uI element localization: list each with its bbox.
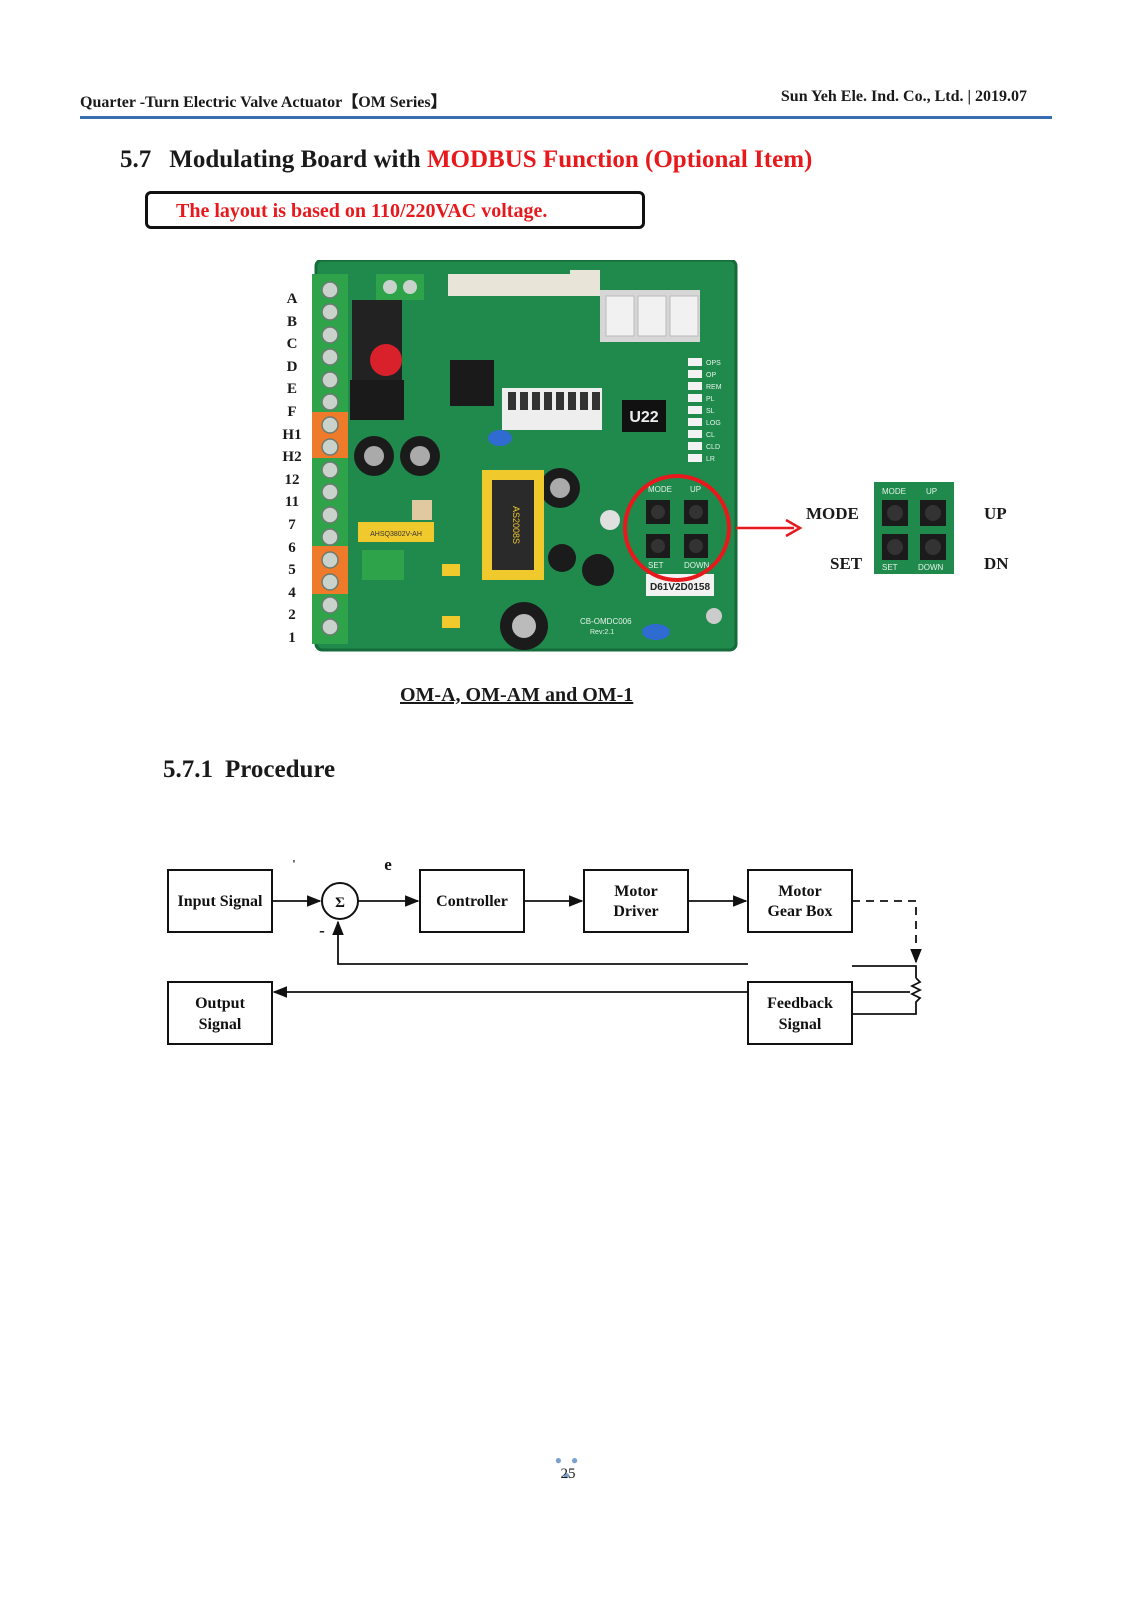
- voltage-note-text: The layout is based on 110/220VAC voltag…: [176, 200, 548, 222]
- terminal-label: 5: [288, 562, 296, 579]
- board-caption: OM-A, OM-AM and OM-1: [400, 684, 634, 706]
- board-rev: Rev:2.1: [590, 629, 614, 636]
- led-label: REM: [706, 384, 722, 391]
- silk-mode: MODE: [648, 485, 672, 494]
- error-label: e: [384, 860, 392, 874]
- sigma-symbol: Σ: [335, 895, 345, 911]
- silk-up: UP: [690, 485, 701, 494]
- terminal-label: 6: [288, 539, 296, 556]
- serial-number: D61V2D0158: [650, 582, 710, 593]
- section-title-highlight: MODBUS Function (Optional Item): [426, 146, 813, 173]
- set-label: SET: [830, 554, 863, 573]
- zoom-silk-down: DOWN: [918, 563, 944, 572]
- terminal-label: 2: [288, 607, 296, 624]
- terminal-label: 4: [288, 584, 296, 601]
- led-label: OPS: [706, 360, 721, 367]
- terminal-label: 1: [288, 629, 296, 646]
- subsection-heading: 5.7.1 Procedure: [163, 756, 335, 784]
- output-signal-text-2: Signal: [199, 1016, 242, 1033]
- terminal-label: C: [286, 336, 298, 353]
- zoom-silk-up: UP: [926, 487, 937, 496]
- led-label: CL: [706, 432, 715, 439]
- terminal-label: H2: [282, 449, 302, 466]
- section-number: 5.7: [120, 146, 152, 173]
- terminal-label: 7: [288, 516, 296, 533]
- highlight-arrow: [736, 518, 803, 538]
- subsection-title: Procedure: [225, 756, 336, 783]
- modulating-board-photo: U22 OPS OP REM PL SL LOG CL CLD LR AS200…: [312, 260, 738, 652]
- minus-sign: -: [319, 921, 325, 940]
- dn-label: DN: [984, 554, 1009, 573]
- voltage-note-box: The layout is based on 110/220VAC voltag…: [145, 191, 645, 229]
- terminal-label: E: [286, 381, 297, 398]
- feedback-signal-block: [747, 981, 853, 1045]
- gear-box-text-2: Gear Box: [767, 903, 832, 920]
- terminal-label: A: [286, 291, 298, 307]
- motor-driver-block: [583, 869, 689, 933]
- terminal-labels: A B C D E F H1 H2 12 11 7 6 5 4 2 1: [272, 288, 312, 650]
- subsection-number: 5.7.1: [163, 756, 213, 783]
- led-label: OP: [706, 372, 716, 379]
- led-label: SL: [706, 408, 715, 415]
- mode-label: MODE: [806, 504, 859, 523]
- plus-sign: +: [289, 860, 299, 868]
- input-signal-block: [167, 869, 273, 933]
- led-label: CLD: [706, 444, 720, 451]
- gear-box-block: [747, 869, 853, 933]
- header-rule: [80, 116, 1052, 119]
- control-loop-diagram: Input Signal Controller Motor Driver Mot…: [167, 860, 923, 1045]
- silk-down: DOWN: [684, 561, 710, 570]
- output-signal-text-1: Output: [195, 995, 245, 1012]
- led-label: LOG: [706, 420, 721, 427]
- controller-block: [419, 869, 525, 933]
- board-model: CB-OMDC006: [580, 617, 632, 626]
- up-label: UP: [984, 504, 1007, 523]
- header-company: Sun Yeh Ele. Ind. Co., Ltd. | 2019.07: [780, 88, 1027, 105]
- footer-dots: ● ● ●: [554, 1453, 582, 1482]
- feedback-signal-text-1: Feedback: [767, 995, 833, 1012]
- input-signal-text: Input Signal: [178, 893, 263, 910]
- inductor-text: AHSQ3802V-AH: [370, 531, 422, 538]
- zoom-silk-mode: MODE: [882, 487, 906, 496]
- terminal-label: D: [286, 358, 298, 375]
- terminal-label: 12: [284, 471, 300, 488]
- silk-set: SET: [648, 561, 664, 570]
- page-number: 25: [560, 1466, 576, 1482]
- led-label: LR: [706, 456, 715, 463]
- gear-box-text-1: Motor: [778, 883, 822, 900]
- feedback-signal-text-2: Signal: [779, 1016, 822, 1033]
- section-heading: 5.7 Modulating Board with MODBUS Function…: [120, 146, 812, 174]
- output-signal-block: [167, 981, 273, 1045]
- controller-text: Controller: [436, 893, 508, 910]
- terminal-label: H1: [282, 426, 302, 443]
- chip-label: U22: [629, 409, 658, 426]
- zoom-silk-set: SET: [882, 563, 898, 572]
- motor-driver-text-2: Driver: [613, 903, 658, 920]
- motor-driver-text-1: Motor: [614, 883, 658, 900]
- terminal-label: 11: [284, 494, 300, 511]
- terminal-label: B: [286, 313, 297, 330]
- transformer-text: AS2008S: [511, 506, 521, 544]
- terminal-label: F: [287, 403, 297, 420]
- header-title: Quarter -Turn Electric Valve Actuator【OM…: [80, 94, 447, 111]
- led-label: PL: [706, 396, 715, 403]
- buttons-zoom-photo: MODE UP SET DOWN: [874, 482, 954, 574]
- section-title: Modulating Board with: [169, 146, 427, 173]
